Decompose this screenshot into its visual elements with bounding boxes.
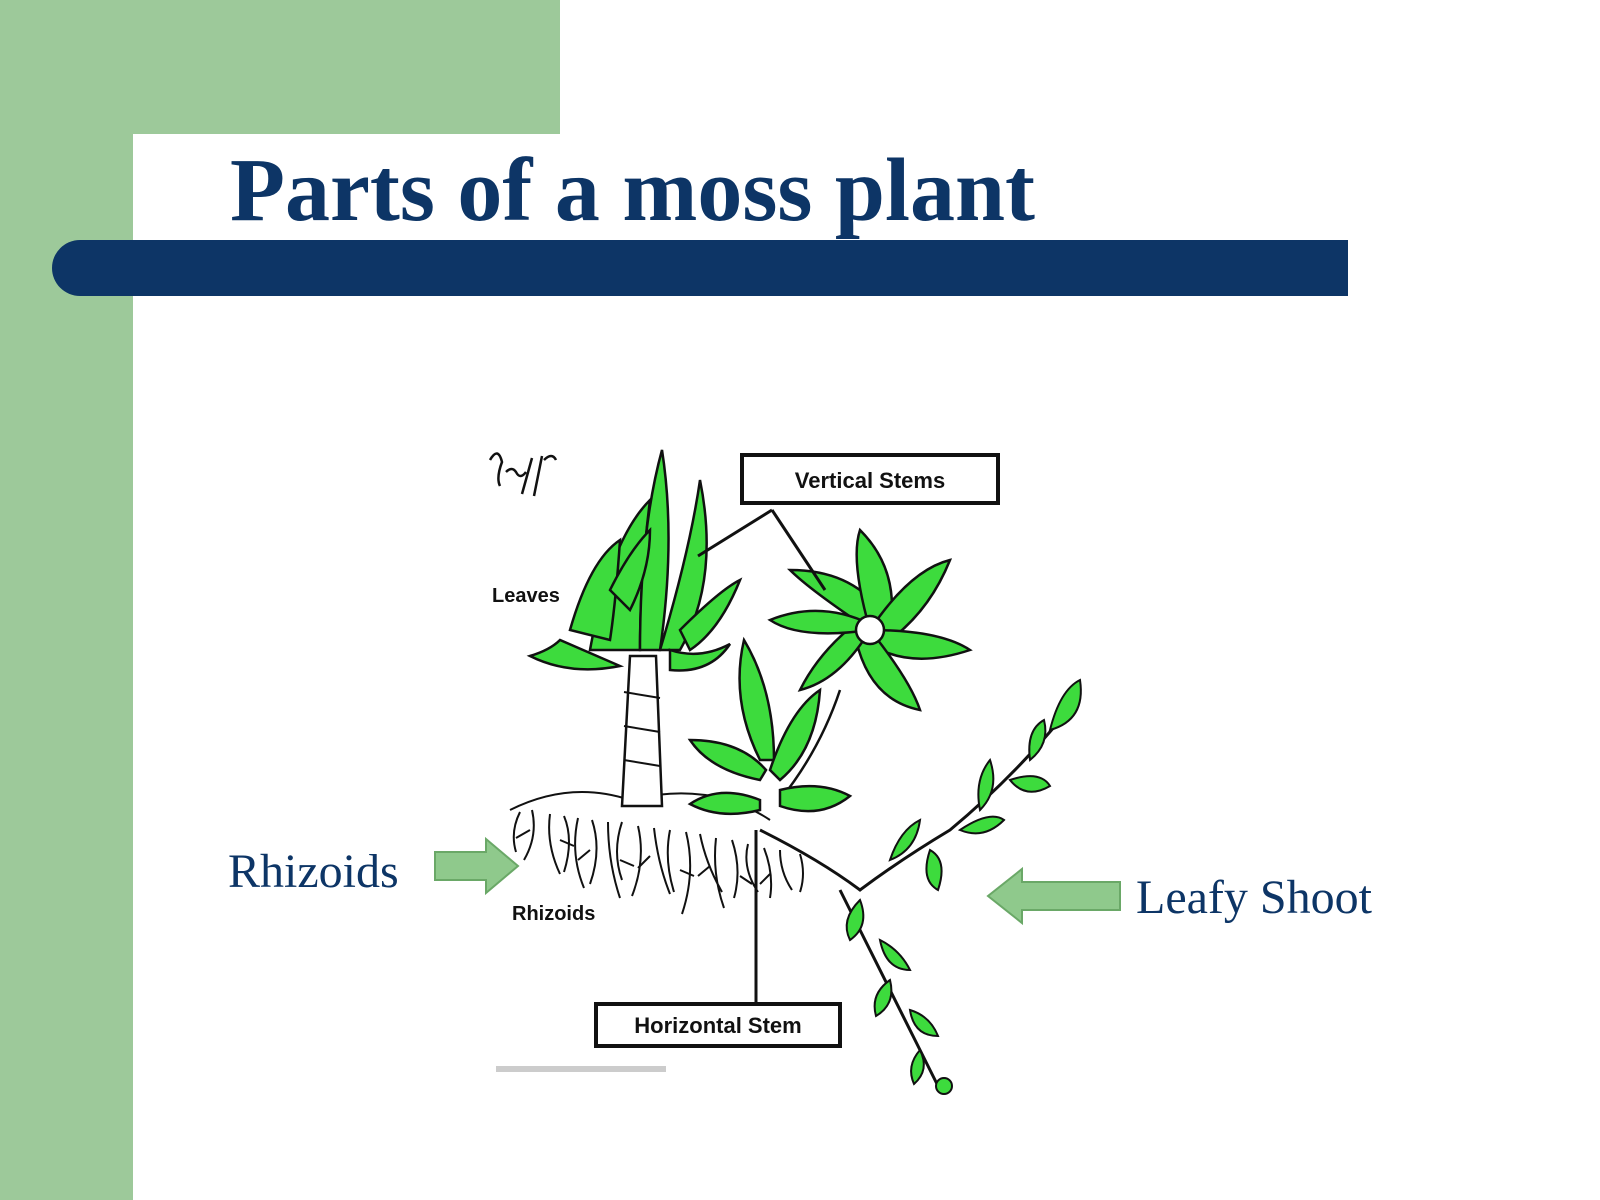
leafy-shoot-stem [759,719,1062,892]
image-credit-smudge [496,1066,666,1072]
rhizoids-arrow-shape [434,836,520,896]
left-vertical-stem [526,449,743,808]
right-rosette [767,527,973,712]
slide-title: Parts of a moss plant [230,141,1035,240]
left-stem-leaves [526,449,743,672]
leafy-shoot-caption: Leafy Shoot [1136,871,1372,924]
horizontal-stem-box [594,1002,842,1048]
horizontal-stem-callout: Horizontal Stem [594,830,842,1048]
top-green-panel [0,0,560,134]
figure-label-horizontal-stem: Horizontal Stem [634,1013,801,1038]
figure-label-leaves: Leaves [492,585,560,607]
sidebar-green-panel [0,0,133,1200]
leafy-shoot-leaves [845,678,1082,1095]
moss-diagram-svg: Rhizoids Leaves [488,449,1082,1095]
title-underline-bar [52,240,1348,296]
leafy-shoot-arrow [986,866,1121,926]
figure-label-vertical-stems: Vertical Stems [795,468,945,493]
vertical-stems-box [740,453,1000,505]
content-corner [133,134,253,254]
figure-label-rhizoids: Rhizoids [512,903,595,925]
moss-diagram: Rhizoids Leaves [460,430,1140,1110]
rhizoids-caption: Rhizoids [228,845,399,898]
leafy-shoot-arrow-shape [986,866,1121,926]
middle-shoot [687,636,853,816]
rhizoids-arrow [434,836,520,896]
artist-signature [488,452,558,497]
trailing-stem [838,889,942,1091]
vertical-stems-callout: Vertical Stems [697,453,1000,591]
